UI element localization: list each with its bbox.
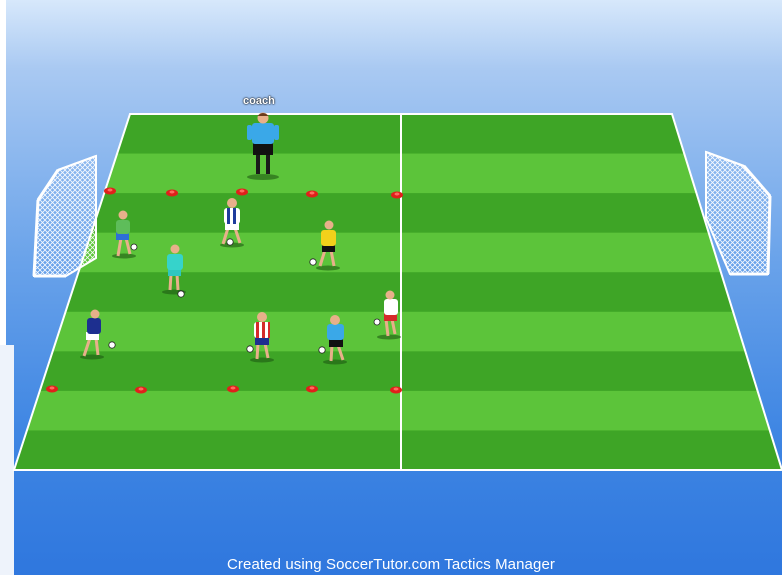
grass-stripe [0, 391, 782, 431]
cone-marker [104, 188, 116, 195]
cone-marker [236, 189, 248, 196]
grass-stripe [0, 351, 782, 391]
cone-marker [166, 190, 178, 197]
cone-marker [390, 387, 402, 394]
cone-marker [135, 387, 147, 394]
grass-stripe [0, 114, 782, 154]
cone-marker [227, 386, 239, 393]
cone-marker [391, 192, 403, 199]
grass-stripe [0, 154, 782, 194]
grass-stripe [0, 430, 782, 470]
cone-marker [46, 386, 58, 393]
credit-footer: Created using SoccerTutor.com Tactics Ma… [0, 556, 782, 573]
left-goal [34, 156, 96, 276]
cone-marker [306, 386, 318, 393]
coach-label: coach [243, 95, 275, 107]
cone-marker [306, 191, 318, 198]
